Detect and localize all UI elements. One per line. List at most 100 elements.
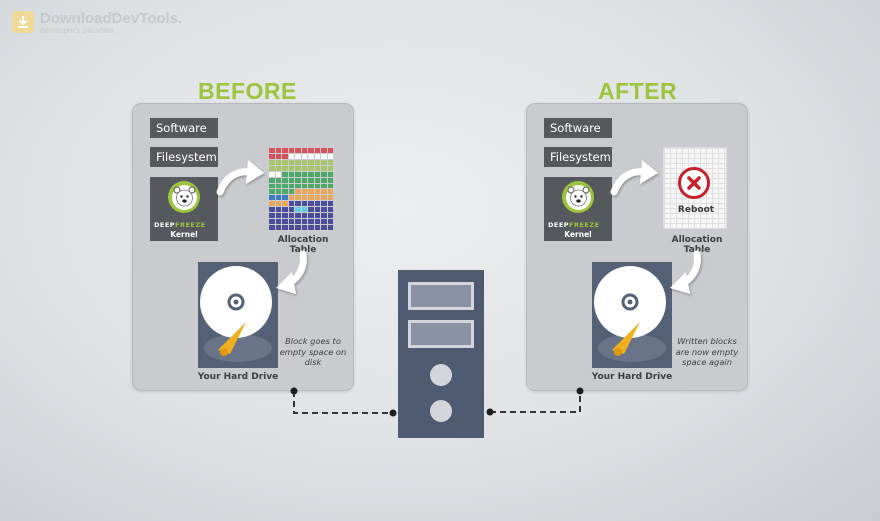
allocation-block <box>327 219 333 225</box>
allocation-block <box>301 189 307 195</box>
allocation-block <box>301 177 307 183</box>
curved-arrow-icon <box>216 160 264 196</box>
allocation-block <box>321 153 327 159</box>
allocation-block <box>295 159 301 165</box>
allocation-block <box>327 207 333 213</box>
allocation-block <box>275 159 281 165</box>
hard-drive-label: Your Hard Drive <box>197 372 279 382</box>
allocation-block <box>327 213 333 219</box>
allocation-block <box>314 201 320 207</box>
allocation-block <box>301 165 307 171</box>
allocation-block <box>275 189 281 195</box>
allocation-block <box>275 148 281 153</box>
allocation-block <box>321 201 327 207</box>
allocation-block <box>321 148 327 153</box>
allocation-block <box>282 219 288 225</box>
allocation-block <box>275 201 281 207</box>
allocation-block <box>308 148 314 153</box>
allocation-block <box>288 171 294 177</box>
allocation-block <box>295 165 301 171</box>
allocation-block <box>269 153 275 159</box>
software-layer: Software <box>150 118 218 138</box>
allocation-block <box>327 189 333 195</box>
allocation-block <box>308 207 314 213</box>
allocation-block <box>295 171 301 177</box>
drive-bay <box>408 320 474 348</box>
allocation-block <box>269 183 275 189</box>
allocation-block <box>269 148 275 153</box>
allocation-block <box>314 148 320 153</box>
allocation-block <box>288 177 294 183</box>
allocation-block <box>327 225 333 230</box>
allocation-block <box>282 153 288 159</box>
allocation-block <box>314 207 320 213</box>
allocation-block <box>314 183 320 189</box>
allocation-block <box>275 219 281 225</box>
allocation-block <box>288 148 294 153</box>
filesystem-layer: Filesystem <box>544 147 612 167</box>
allocation-block <box>327 159 333 165</box>
allocation-block <box>269 189 275 195</box>
allocation-block <box>308 171 314 177</box>
allocation-block <box>282 171 288 177</box>
allocation-block <box>288 165 294 171</box>
allocation-block <box>301 153 307 159</box>
deep-freeze-brand: DEEPFREEZE <box>154 221 206 229</box>
allocation-block <box>321 219 327 225</box>
allocation-block <box>308 213 314 219</box>
allocation-block <box>301 195 307 201</box>
allocation-block <box>295 219 301 225</box>
allocation-block <box>295 213 301 219</box>
allocation-block <box>301 213 307 219</box>
allocation-block <box>295 195 301 201</box>
allocation-block <box>314 189 320 195</box>
logo-title: DownloadDevTools. <box>40 10 183 27</box>
allocation-block <box>327 183 333 189</box>
tower-button <box>430 400 452 422</box>
logo-subtitle: developer's paradise <box>40 26 114 35</box>
computer-tower-icon <box>398 270 484 438</box>
allocation-block <box>314 177 320 183</box>
allocation-block <box>295 153 301 159</box>
filesystem-layer: Filesystem <box>150 147 218 167</box>
allocation-block <box>275 207 281 213</box>
allocation-block <box>314 165 320 171</box>
allocation-block <box>314 213 320 219</box>
tower-button <box>430 364 452 386</box>
allocation-block <box>321 183 327 189</box>
allocation-block <box>301 171 307 177</box>
allocation-block <box>269 165 275 171</box>
allocation-block <box>282 189 288 195</box>
before-panel: Software Filesystem DEEPFREEZE Kernel Al… <box>132 103 354 391</box>
allocation-block <box>282 213 288 219</box>
allocation-block <box>327 148 333 153</box>
allocation-block <box>301 219 307 225</box>
allocation-block <box>275 153 281 159</box>
allocation-block <box>269 207 275 213</box>
allocation-block <box>321 195 327 201</box>
allocation-block <box>301 201 307 207</box>
polar-bear-icon <box>562 181 594 213</box>
reboot-label: Reboot <box>677 205 715 215</box>
allocation-block <box>321 171 327 177</box>
allocation-block <box>314 225 320 230</box>
allocation-block <box>288 201 294 207</box>
allocation-block <box>269 177 275 183</box>
allocation-block <box>308 159 314 165</box>
site-logo: DownloadDevTools. developer's paradise <box>12 11 182 35</box>
allocation-block <box>275 171 281 177</box>
allocation-block <box>321 207 327 213</box>
allocation-block <box>295 177 301 183</box>
allocation-block <box>308 225 314 230</box>
allocation-block <box>269 219 275 225</box>
dashed-connector-right <box>486 387 584 416</box>
allocation-block <box>288 189 294 195</box>
close-icon <box>678 167 710 199</box>
allocation-block <box>308 165 314 171</box>
allocation-table-grid <box>269 148 333 230</box>
allocation-block <box>321 165 327 171</box>
allocation-block <box>321 225 327 230</box>
allocation-block <box>308 189 314 195</box>
allocation-block <box>314 153 320 159</box>
